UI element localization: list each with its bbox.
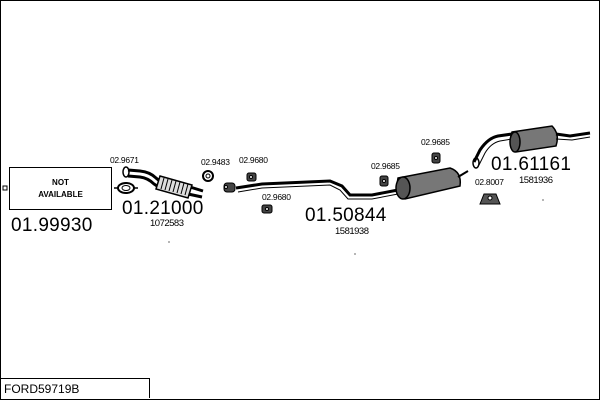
- mounting-bracket-icon: [479, 193, 501, 205]
- part-number-01-50844: 01.50844: [305, 205, 387, 226]
- rubber-hanger-icon: [246, 172, 257, 182]
- fitting-code-02-9680-b: 02.9680: [262, 192, 291, 202]
- connector-marker-icon: [2, 185, 8, 191]
- rear-silencer-icon: [509, 125, 591, 153]
- rear-pipe-icon: [472, 132, 513, 169]
- intermediate-pipe-icon: [235, 179, 399, 200]
- clamp-ring-icon: [114, 182, 138, 194]
- rubber-hanger-icon: [431, 152, 441, 164]
- fitting-code-02-8007: 02.8007: [475, 177, 504, 187]
- part-number-01-21000: 01.21000: [122, 198, 204, 219]
- rubber-hanger-icon: [379, 175, 389, 187]
- catalog-number-1072583: 1072583: [150, 218, 184, 229]
- fitting-code-02-9671: 02.9671: [110, 155, 139, 165]
- catalog-number-1581936: 1581936: [519, 175, 553, 186]
- fitting-code-02-9685-a: 02.9685: [371, 161, 400, 171]
- front-pipe-icon: [122, 166, 204, 199]
- fitting-code-02-9685-b: 02.9685: [421, 137, 450, 147]
- fitting-code-02-9680-a: 02.9680: [239, 155, 268, 165]
- rubber-hanger-icon: [223, 182, 236, 193]
- reference-code: FORD59719B: [4, 382, 80, 396]
- fitting-code-02-9483: 02.9483: [201, 157, 230, 167]
- part-number-01-99930: 01.99930: [11, 215, 93, 236]
- flex-joint-icon: [155, 175, 193, 199]
- not-available-box: NOT AVAILABLE: [9, 167, 112, 210]
- catalog-number-1581938: 1581938: [335, 226, 369, 237]
- gasket-icon: [202, 170, 214, 182]
- reference-code-box: FORD59719B: [0, 378, 150, 398]
- middle-silencer-icon: [395, 167, 469, 200]
- not-available-label: NOT AVAILABLE: [38, 177, 83, 199]
- rubber-hanger-icon: [261, 204, 273, 214]
- part-number-01-61161: 01.61161: [491, 154, 572, 175]
